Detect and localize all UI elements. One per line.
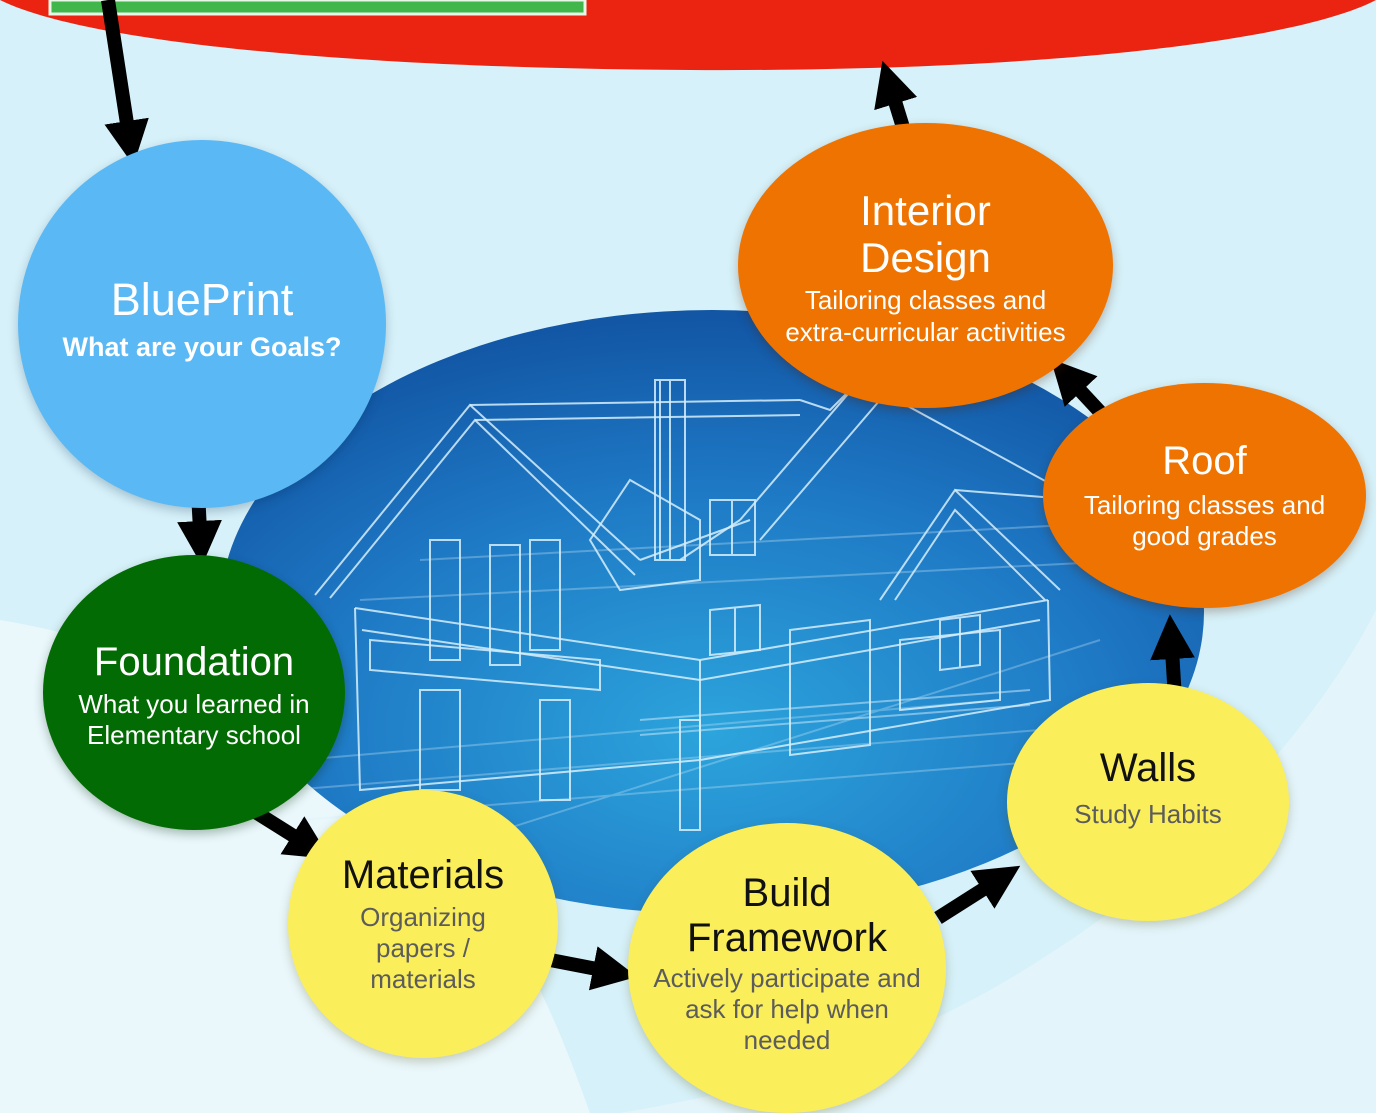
node-interior-design-desc: Tailoring classes and extra-curricular a… bbox=[785, 285, 1066, 347]
node-materials-desc: Organizing papers / materials bbox=[360, 901, 486, 994]
node-build-framework: Build Framework Actively participate and… bbox=[628, 823, 946, 1113]
node-walls: Walls Study Habits bbox=[1007, 683, 1289, 921]
node-blueprint-desc: What are your Goals? bbox=[62, 332, 342, 362]
node-materials: Materials Organizing papers / materials bbox=[288, 790, 558, 1058]
node-materials-title: Materials bbox=[341, 852, 505, 897]
node-foundation-title: Foundation bbox=[93, 639, 295, 684]
node-walls-title: Walls bbox=[1099, 746, 1197, 790]
top-banner bbox=[0, 0, 1376, 71]
node-build-framework-title: Build Framework bbox=[686, 871, 888, 961]
node-walls-desc: Study Habits bbox=[1074, 798, 1222, 829]
node-foundation: Foundation What you learned in Elementar… bbox=[43, 555, 345, 830]
node-interior-design-title: Interior Design bbox=[860, 187, 991, 282]
node-blueprint-title: BluePrint bbox=[110, 273, 294, 325]
node-roof-desc: Tailoring classes and good grades bbox=[1083, 489, 1326, 551]
node-roof-title: Roof bbox=[1162, 438, 1247, 483]
node-roof: Roof Tailoring classes and good grades bbox=[1043, 383, 1366, 608]
node-interior-design: Interior Design Tailoring classes and ex… bbox=[738, 123, 1113, 408]
node-build-framework-desc: Actively participate and ask for help wh… bbox=[653, 963, 921, 1056]
blueprint-oval bbox=[220, 310, 1204, 914]
top-banner-tab bbox=[48, 0, 587, 16]
light-swoosh-right bbox=[620, 610, 1376, 1113]
node-blueprint: BluePrint What are your Goals? bbox=[18, 140, 386, 508]
node-foundation-desc: What you learned in Elementary school bbox=[78, 688, 310, 750]
